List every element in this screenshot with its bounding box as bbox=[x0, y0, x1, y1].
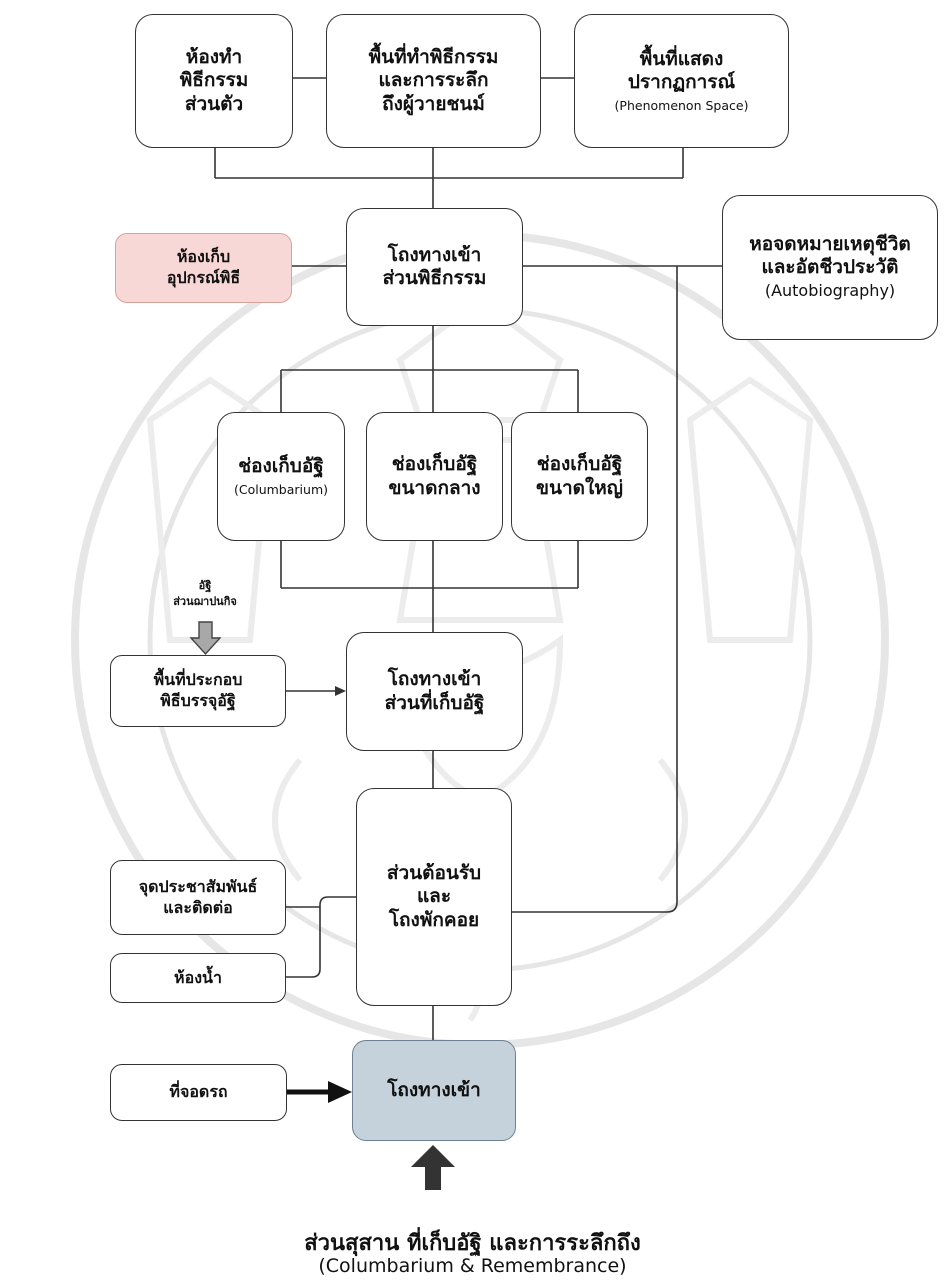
columbarium-small-sub: (Columbarium) bbox=[233, 481, 328, 497]
diagram-title: ส่วนสุสาน ที่เก็บอัฐิ และการระลึกถึง bbox=[304, 1231, 641, 1256]
ashes-from-funeral-note: อัฐิ ส่วนฌาปนกิจ bbox=[173, 579, 237, 608]
columbarium-large-label: ช่องเก็บอัฐิ ขนาดใหญ่ bbox=[536, 453, 623, 499]
reception-lounge-label: ส่วนต้อนรับ และ โถงพักคอย bbox=[386, 862, 482, 931]
phenomenon-space-sub: (Phenomenon Space) bbox=[614, 98, 749, 114]
columbarium-medium-label: ช่องเก็บอัฐิ ขนาดกลาง bbox=[388, 453, 481, 499]
interment-area-box: พื้นที่ประกอบ พิธีบรรจุอัฐิ bbox=[110, 655, 286, 727]
autobiography-hall-label: หอจดหมายเหตุชีวิต และอัตชีวประวัติ bbox=[749, 232, 911, 279]
diagram-subtitle: (Columbarium & Remembrance) bbox=[318, 1255, 627, 1277]
ritual-hall-box: โถงทางเข้า ส่วนพิธีกรรม bbox=[346, 208, 523, 326]
phenomenon-space-box: พื้นที่แสดง ปรากฏการณ์ (Phenomenon Space… bbox=[574, 14, 789, 148]
interment-area-label: พื้นที่ประกอบ พิธีบรรจุอัฐิ bbox=[153, 670, 243, 710]
ritual-space-box: พื้นที่ทำพิธีกรรม และการระลึก ถึงผู้วายช… bbox=[326, 14, 541, 148]
phenomenon-space-label: พื้นที่แสดง ปรากฏการณ์ bbox=[627, 47, 736, 93]
columbarium-large-box: ช่องเก็บอัฐิ ขนาดใหญ่ bbox=[511, 412, 648, 541]
restroom-box: ห้องน้ำ bbox=[110, 953, 286, 1003]
columbarium-hall-label: โถงทางเข้า ส่วนที่เก็บอัฐิ bbox=[384, 668, 485, 714]
restroom-label: ห้องน้ำ bbox=[174, 967, 222, 987]
entrance-box: โถงทางเข้า bbox=[352, 1040, 516, 1141]
columbarium-small-label: ช่องเก็บอัฐิ bbox=[238, 454, 324, 477]
equipment-room-box: ห้องเก็บ อุปกรณ์พิธี bbox=[115, 233, 292, 303]
columbarium-medium-box: ช่องเก็บอัฐิ ขนาดกลาง bbox=[366, 412, 503, 541]
pr-contact-label: จุดประชาสัมพันธ์ และติดต่อ bbox=[138, 876, 258, 917]
equipment-room-label: ห้องเก็บ อุปกรณ์พิธี bbox=[166, 247, 241, 287]
ritual-hall-label: โถงทางเข้า ส่วนพิธีกรรม bbox=[382, 243, 487, 289]
parking-label: ที่จอดรถ bbox=[169, 1082, 228, 1102]
reception-lounge-box: ส่วนต้อนรับ และ โถงพักคอย bbox=[356, 788, 512, 1006]
private-ritual-room-label: ห้องทำ พิธีกรรม ส่วนตัว bbox=[179, 46, 249, 115]
columbarium-hall-box: โถงทางเข้า ส่วนที่เก็บอัฐิ bbox=[346, 632, 523, 751]
autobiography-hall-sub: (Autobiography) bbox=[764, 281, 896, 301]
entrance-label: โถงทางเข้า bbox=[387, 1078, 481, 1101]
autobiography-hall-box: หอจดหมายเหตุชีวิต และอัตชีวประวัติ (Auto… bbox=[722, 195, 938, 340]
pr-contact-box: จุดประชาสัมพันธ์ และติดต่อ bbox=[110, 860, 286, 935]
private-ritual-room-box: ห้องทำ พิธีกรรม ส่วนตัว bbox=[135, 14, 293, 148]
columbarium-small-box: ช่องเก็บอัฐิ (Columbarium) bbox=[217, 412, 345, 541]
ritual-space-label: พื้นที่ทำพิธีกรรม และการระลึก ถึงผู้วายช… bbox=[368, 46, 499, 115]
parking-box: ที่จอดรถ bbox=[110, 1064, 287, 1121]
